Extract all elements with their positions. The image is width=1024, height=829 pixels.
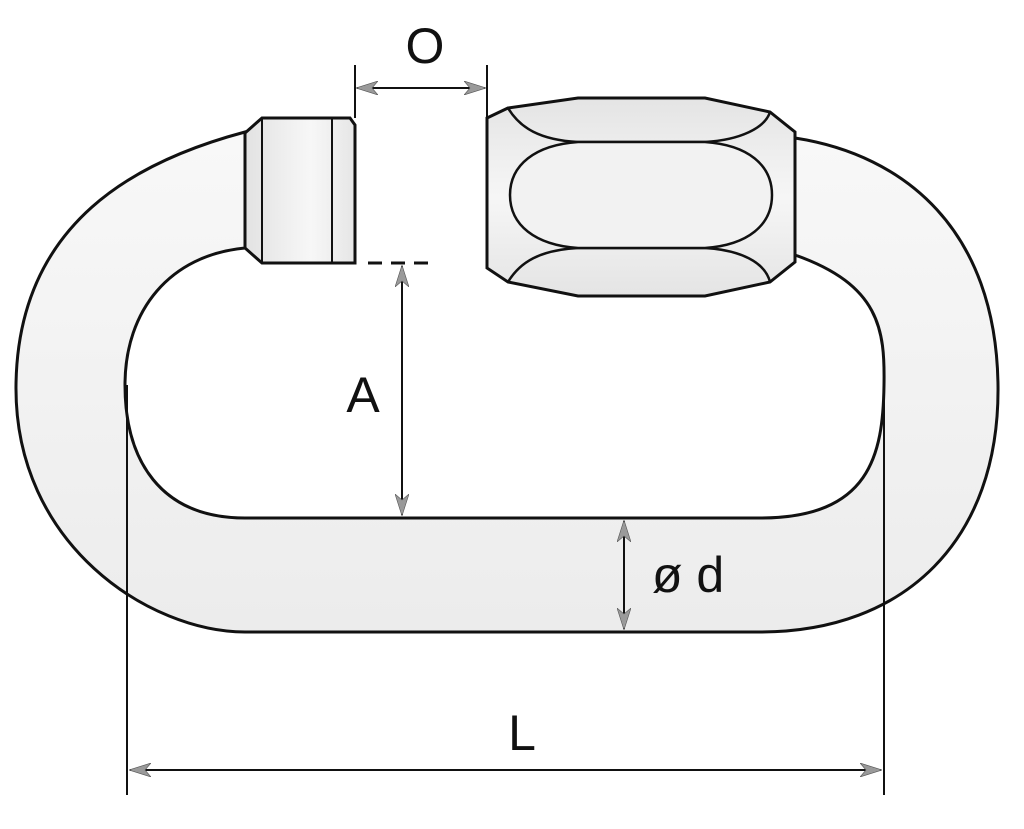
dimension-inner-height: A xyxy=(346,261,428,515)
label-opening: O xyxy=(406,18,445,74)
dimension-diameter: ø d xyxy=(624,521,724,629)
link-body xyxy=(14,130,1000,634)
threaded-end xyxy=(243,116,357,265)
label-diameter: ø d xyxy=(652,547,724,603)
label-inner-height: A xyxy=(346,367,380,423)
hex-nut xyxy=(485,96,797,298)
dimension-opening: O xyxy=(354,18,488,118)
label-length: L xyxy=(508,705,536,761)
dimension-length: L xyxy=(126,385,885,795)
